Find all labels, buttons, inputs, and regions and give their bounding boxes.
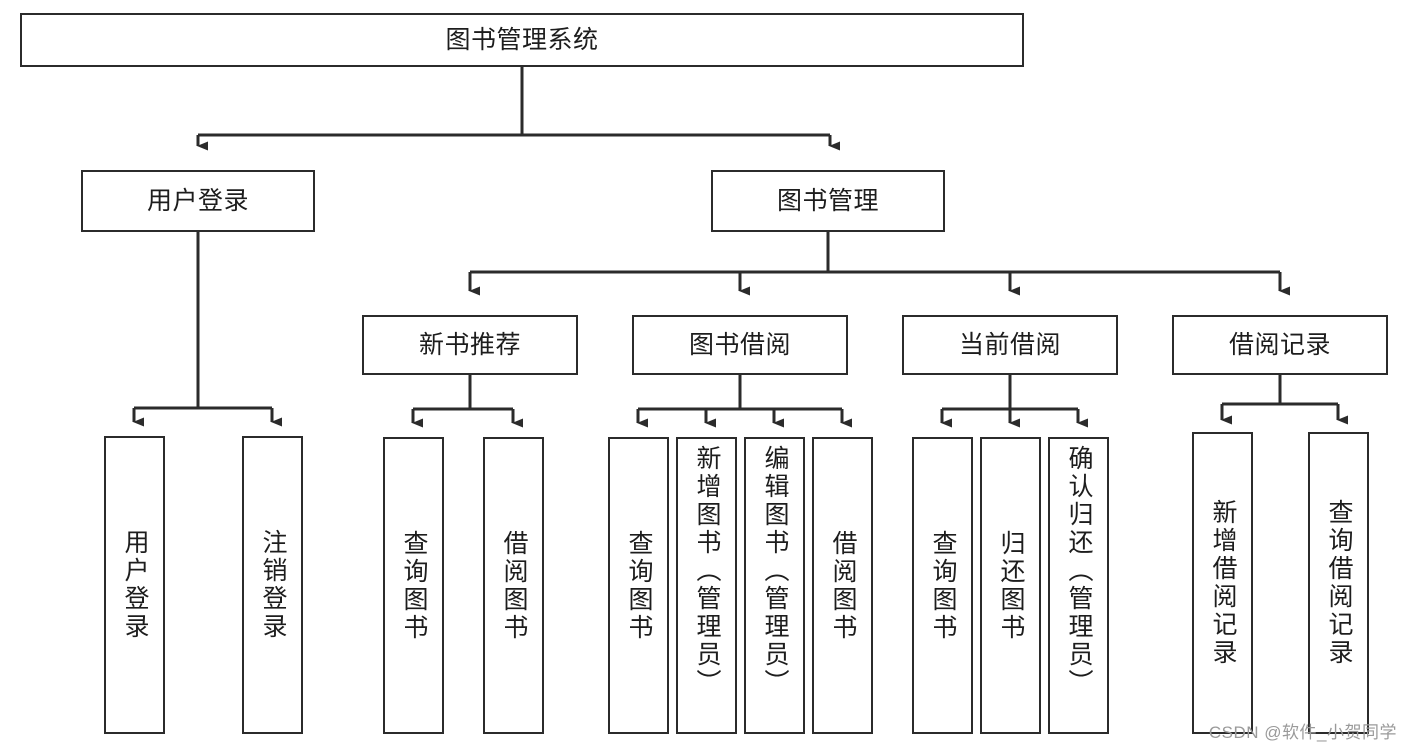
node-leaf-add-book[interactable]: 新增图书（管理员） <box>676 437 737 734</box>
node-leaf-add-record[interactable]: 新增借阅记录 <box>1192 432 1253 734</box>
node-leaf-query-record[interactable]: 查询借阅记录 <box>1308 432 1369 734</box>
node-current-borrow-label: 当前借阅 <box>958 330 1061 359</box>
node-user-login-label: 用户登录 <box>146 186 249 215</box>
node-leaf-query-book-1[interactable]: 查询图书 <box>383 437 444 734</box>
node-root[interactable]: 图书管理系统 <box>20 13 1024 67</box>
node-leaf-edit-book-label: 编辑图书（管理员） <box>761 445 789 697</box>
node-user-login[interactable]: 用户登录 <box>81 170 315 232</box>
node-borrow-record[interactable]: 借阅记录 <box>1172 315 1388 375</box>
node-leaf-query-record-label: 查询借阅记录 <box>1325 499 1353 667</box>
csdn-watermark: CSDN @软件_小贺同学 <box>1208 723 1397 742</box>
node-leaf-return-book[interactable]: 归还图书 <box>980 437 1041 734</box>
node-leaf-confirm-return[interactable]: 确认归还（管理员） <box>1048 437 1109 734</box>
node-leaf-query-book-1-label: 查询图书 <box>400 529 428 642</box>
node-leaf-borrow-book-2-label: 借阅图书 <box>829 529 857 642</box>
node-borrow-record-label: 借阅记录 <box>1228 330 1331 359</box>
node-leaf-borrow-book-2[interactable]: 借阅图书 <box>812 437 873 734</box>
node-book-manage[interactable]: 图书管理 <box>711 170 945 232</box>
node-leaf-borrow-book-1[interactable]: 借阅图书 <box>483 437 544 734</box>
node-leaf-return-book-label: 归还图书 <box>997 529 1025 642</box>
node-book-borrow[interactable]: 图书借阅 <box>632 315 848 375</box>
node-root-label: 图书管理系统 <box>445 25 599 54</box>
node-leaf-confirm-return-label: 确认归还（管理员） <box>1065 445 1093 697</box>
node-leaf-add-book-label: 新增图书（管理员） <box>693 445 721 697</box>
node-leaf-edit-book[interactable]: 编辑图书（管理员） <box>744 437 805 734</box>
node-leaf-query-book-3[interactable]: 查询图书 <box>912 437 973 734</box>
node-new-book-rec[interactable]: 新书推荐 <box>362 315 578 375</box>
node-current-borrow[interactable]: 当前借阅 <box>902 315 1118 375</box>
node-leaf-logout-label: 注销登录 <box>259 529 287 641</box>
node-leaf-logout[interactable]: 注销登录 <box>242 436 303 734</box>
node-leaf-user-login-label: 用户登录 <box>121 529 149 641</box>
node-leaf-borrow-book-1-label: 借阅图书 <box>500 529 528 642</box>
node-new-book-rec-label: 新书推荐 <box>418 330 521 359</box>
node-book-manage-label: 图书管理 <box>776 186 879 215</box>
node-leaf-user-login[interactable]: 用户登录 <box>104 436 165 734</box>
node-leaf-query-book-2-label: 查询图书 <box>625 529 653 642</box>
node-leaf-add-record-label: 新增借阅记录 <box>1209 499 1237 667</box>
node-book-borrow-label: 图书借阅 <box>688 330 791 359</box>
node-leaf-query-book-2[interactable]: 查询图书 <box>608 437 669 734</box>
node-leaf-query-book-3-label: 查询图书 <box>929 529 957 642</box>
